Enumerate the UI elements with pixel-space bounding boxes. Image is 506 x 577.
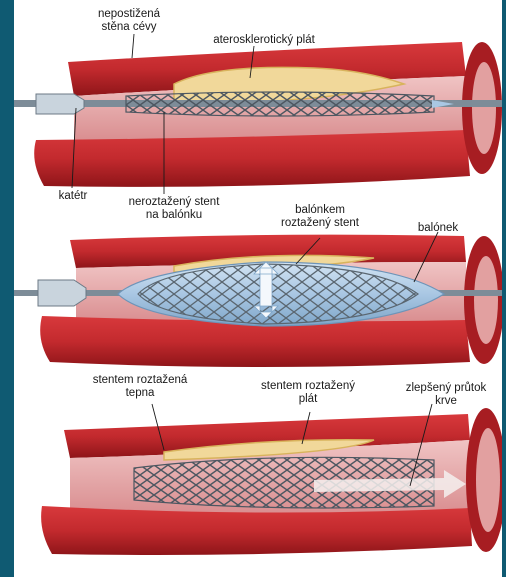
label-stent-expanded-plaque: stentem roztažený plát: [240, 380, 376, 406]
label-plaque: aterosklerotický plát: [184, 34, 344, 47]
artery-lower-wall: [41, 506, 472, 555]
label-improved-flow: zlepšený průtok krve: [390, 382, 502, 408]
label-catheter: katétr: [48, 190, 98, 203]
panel-2-balloon-expanded: [14, 235, 502, 367]
label-unaffected-wall: nepostižená stěna cévy: [74, 8, 184, 34]
panel-1-unexpanded-stent: [14, 42, 502, 187]
label-unexpanded-stent: neroztažený stent na balónku: [110, 196, 238, 222]
label-balloon: balónek: [406, 222, 470, 235]
panel-3-expanded-artery: [41, 408, 502, 555]
label-balloon-expanded-stent: balónkem roztažený stent: [260, 204, 380, 230]
label-stent-expanded-artery: stentem roztažená tepna: [74, 374, 206, 400]
catheter-hub: [38, 280, 86, 306]
illustration-frame: nepostižená stěna cévy aterosklerotický …: [14, 0, 502, 577]
unexpanded-stent: [126, 92, 434, 116]
catheter-hub: [36, 94, 84, 114]
stent-procedure-diagram: [14, 0, 502, 577]
